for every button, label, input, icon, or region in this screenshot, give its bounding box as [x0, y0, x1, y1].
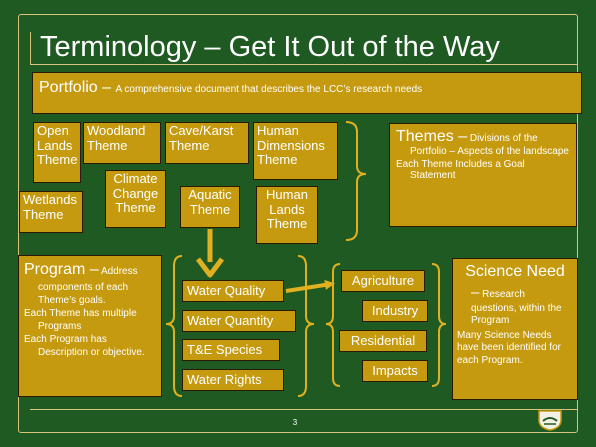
theme-wetlands: Wetlands Theme [19, 191, 83, 233]
program-water-rights: Water Rights [182, 369, 284, 391]
theme-open-lands: Open Lands Theme [33, 122, 81, 183]
program-term: Program – [24, 261, 99, 278]
theme-climate-change-line-3: Theme [115, 200, 156, 216]
themes-definition-b: Portfolio – Aspects of the landscape [410, 145, 569, 157]
theme-human-dimensions-line-3: Theme [257, 152, 298, 168]
science-need-note: Many Science Needs have been identified … [457, 329, 561, 366]
theme-human-lands-line-1: Human [266, 187, 308, 202]
slide-frame [18, 14, 578, 433]
theme-human-lands: Human Lands Theme [256, 186, 318, 244]
theme-open-lands-line-2: Lands [37, 137, 73, 153]
program-note-2: Each Program has Description or objectiv… [24, 333, 145, 358]
theme-climate-change-line-2: Change [112, 185, 159, 201]
theme-cave-karst-line-2: Theme [169, 137, 210, 153]
page-number: 3 [292, 418, 298, 427]
theme-aquatic: Aquatic Theme [180, 186, 240, 228]
themes-note: Each Theme Includes a Goal Statement [396, 159, 525, 182]
program-definition-a: Address [100, 266, 138, 277]
target-impacts: Impacts [362, 360, 428, 382]
theme-cave-karst-line-1: Cave/Karst [169, 123, 234, 138]
theme-aquatic-line-2: Theme [189, 201, 231, 217]
theme-woodland-line-2: Theme [87, 137, 128, 153]
title-tick [30, 32, 31, 65]
water-quality-to-agriculture-arrow [285, 279, 335, 293]
program-water-quality: Water Quality [182, 280, 284, 302]
slide-title: Terminology – Get It Out of the Way [40, 31, 500, 63]
science-need-definition-text: Research questions, within the Program [471, 288, 562, 327]
theme-human-dimensions-line-2: Dimensions [257, 137, 325, 153]
theme-human-lands-line-3: Theme [266, 216, 308, 232]
theme-human-dimensions: Human Dimensions Theme [253, 122, 338, 180]
theme-climate-change: Climate Change Theme [105, 170, 166, 228]
themes-brace [345, 121, 367, 241]
program-water-quantity: Water Quantity [182, 310, 296, 332]
target-agriculture: Agriculture [341, 270, 425, 292]
portfolio-box: Portfolio – A comprehensive document tha… [32, 72, 582, 114]
program-note-1: Each Theme has multiple Programs [24, 307, 137, 332]
targets-brace-right [431, 263, 447, 387]
themes-term: Themes – [396, 128, 468, 145]
targets-brace-left [325, 263, 341, 387]
portfolio-term: Portfolio – [39, 79, 112, 96]
theme-human-lands-line-2: Lands [269, 201, 305, 217]
shield-logo-icon [538, 410, 562, 431]
programs-brace-right [297, 255, 315, 397]
theme-aquatic-line-1: Aquatic [188, 187, 232, 202]
science-need-definition: – Research questions, within the Program [457, 284, 573, 328]
title-rule [30, 64, 578, 65]
science-need-dash: – [471, 283, 480, 301]
programs-brace-left [165, 255, 183, 397]
program-definition-text: Program – Address components of each The… [24, 260, 156, 307]
science-need-term: Science Need [465, 263, 565, 280]
theme-cave-karst: Cave/Karst Theme [165, 122, 249, 164]
theme-open-lands-line-1: Open [37, 123, 69, 138]
theme-wetlands-line-2: Theme [23, 206, 64, 222]
theme-human-dimensions-line-1: Human [257, 123, 299, 138]
program-definition-box: Program – Address components of each The… [18, 255, 162, 397]
science-need-box: Science Need – Research questions, withi… [452, 258, 578, 400]
theme-wetlands-line-1: Wetlands [23, 192, 77, 207]
theme-woodland: Woodland Theme [83, 122, 161, 164]
portfolio-definition: A comprehensive document that describes … [115, 84, 423, 95]
themes-definition-box: Themes – Divisions of the Portfolio – As… [389, 123, 577, 227]
theme-woodland-line-1: Woodland [87, 123, 146, 138]
target-residential: Residential [339, 330, 427, 352]
theme-open-lands-line-3: Theme [37, 152, 78, 168]
program-te-species: T&E Species [182, 339, 280, 361]
target-industry: Industry [362, 300, 428, 322]
program-definition-b: components of each Theme’s goals. [38, 281, 129, 306]
themes-definition-a: Divisions of the [469, 133, 538, 144]
theme-climate-change-line-1: Climate [113, 171, 158, 186]
footer-rule [30, 409, 578, 410]
aquatic-arrow-head [196, 257, 224, 278]
themes-definition-text: Themes – Divisions of the Portfolio – As… [396, 128, 570, 157]
